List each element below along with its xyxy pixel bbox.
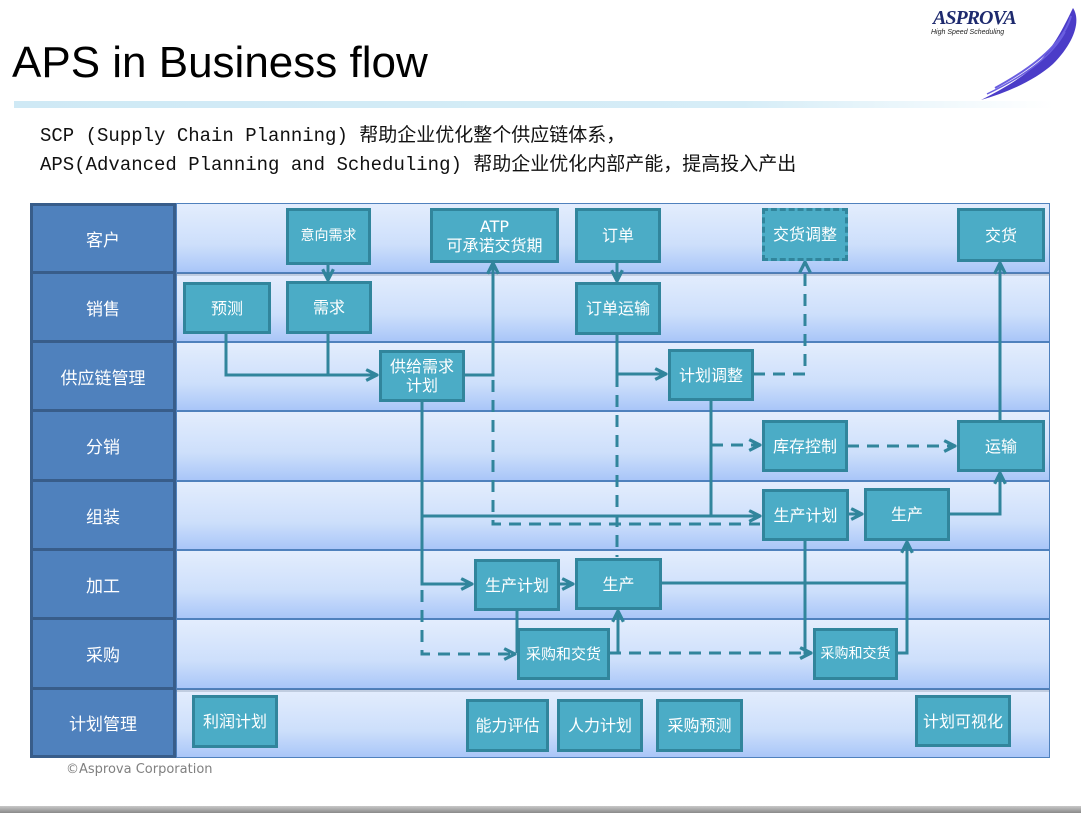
box-delivery[interactable]: 交货 — [957, 208, 1045, 262]
lane-shadow — [176, 689, 1050, 692]
lane-bg-distribution — [176, 411, 1050, 481]
box-order-transport[interactable]: 订单运输 — [575, 282, 661, 335]
box-supply-demand-plan[interactable]: 供给需求 计划 — [379, 350, 465, 402]
box-atp[interactable]: ATP 可承诺交货期 — [430, 208, 559, 263]
slide-bottom-edge — [0, 806, 1081, 813]
subtitle: SCP (Supply Chain Planning) 帮助企业优化整个供应链体… — [40, 122, 796, 180]
lane-label-sales: 销售 — [30, 271, 176, 343]
box-assembly-production[interactable]: 生产 — [864, 488, 950, 541]
line-forecast-to-sdp — [224, 333, 377, 375]
line-ordertransport-to-planadjust — [615, 334, 666, 374]
page-title: APS in Business flow — [12, 38, 428, 87]
copyright-footer: ©Asprova Corporation — [66, 762, 213, 777]
logo-tagline: High Speed Scheduling — [931, 29, 1005, 36]
brush-swoosh-icon — [981, 8, 1077, 100]
box-machining-production[interactable]: 生产 — [575, 558, 662, 610]
arrow-prod-to-transport — [949, 473, 1000, 516]
box-inventory-control[interactable]: 库存控制 — [762, 420, 848, 472]
box-forecast[interactable]: 预测 — [183, 282, 271, 334]
lane-label-purchasing: 采购 — [30, 617, 176, 690]
arrow-sdp-to-atp — [464, 263, 493, 377]
arrow-asmplan-to-purchase2 — [805, 540, 811, 653]
subtitle-line-2: APS(Advanced Planning and Scheduling) 帮助… — [40, 154, 797, 176]
dashed-planadjust-to-deliveryadjust — [753, 262, 805, 376]
box-plan-visualization[interactable]: 计划可视化 — [915, 695, 1011, 747]
box-intent-demand[interactable]: 意向需求 — [286, 208, 371, 265]
line-sdp-down — [420, 401, 472, 584]
logo-wordmark: ASPROVA — [933, 7, 1017, 29]
box-machining-production-plan[interactable]: 生产计划 — [474, 559, 560, 611]
box-delivery-adjust[interactable]: 交货调整 — [762, 208, 848, 261]
box-assembly-production-plan[interactable]: 生产计划 — [762, 489, 849, 541]
box-profit-plan[interactable]: 利润计划 — [192, 695, 278, 748]
arrow-purchase2-to-asmprod — [897, 542, 907, 655]
subtitle-line-1: SCP (Supply Chain Planning) 帮助企业优化整个供应链体… — [40, 125, 626, 147]
box-purchase-delivery-2[interactable]: 采购和交货 — [813, 628, 898, 680]
box-plan-adjust[interactable]: 计划调整 — [668, 349, 754, 401]
box-demand[interactable]: 需求 — [286, 281, 372, 334]
lane-label-planning: 计划管理 — [30, 687, 176, 758]
title-divider — [14, 101, 1054, 108]
box-purchase-delivery-1[interactable]: 采购和交货 — [517, 628, 610, 680]
dashed-sdp-to-purchase1 — [420, 590, 515, 654]
box-transport[interactable]: 运输 — [957, 420, 1045, 472]
box-purchase-forecast[interactable]: 采购预测 — [656, 699, 743, 752]
lane-label-distribution: 分销 — [30, 409, 176, 482]
lane-label-scm: 供应链管理 — [30, 340, 176, 412]
asprova-logo: ASPROVA High Speed Scheduling — [925, 2, 1081, 102]
arrow-purchase1-to-prod — [609, 611, 618, 655]
box-order[interactable]: 订单 — [575, 208, 661, 263]
box-capacity-evaluation[interactable]: 能力评估 — [466, 699, 549, 752]
lane-label-customer: 客户 — [30, 203, 176, 274]
dashed-atp-down — [491, 380, 760, 526]
box-manpower-plan[interactable]: 人力计划 — [557, 699, 643, 752]
